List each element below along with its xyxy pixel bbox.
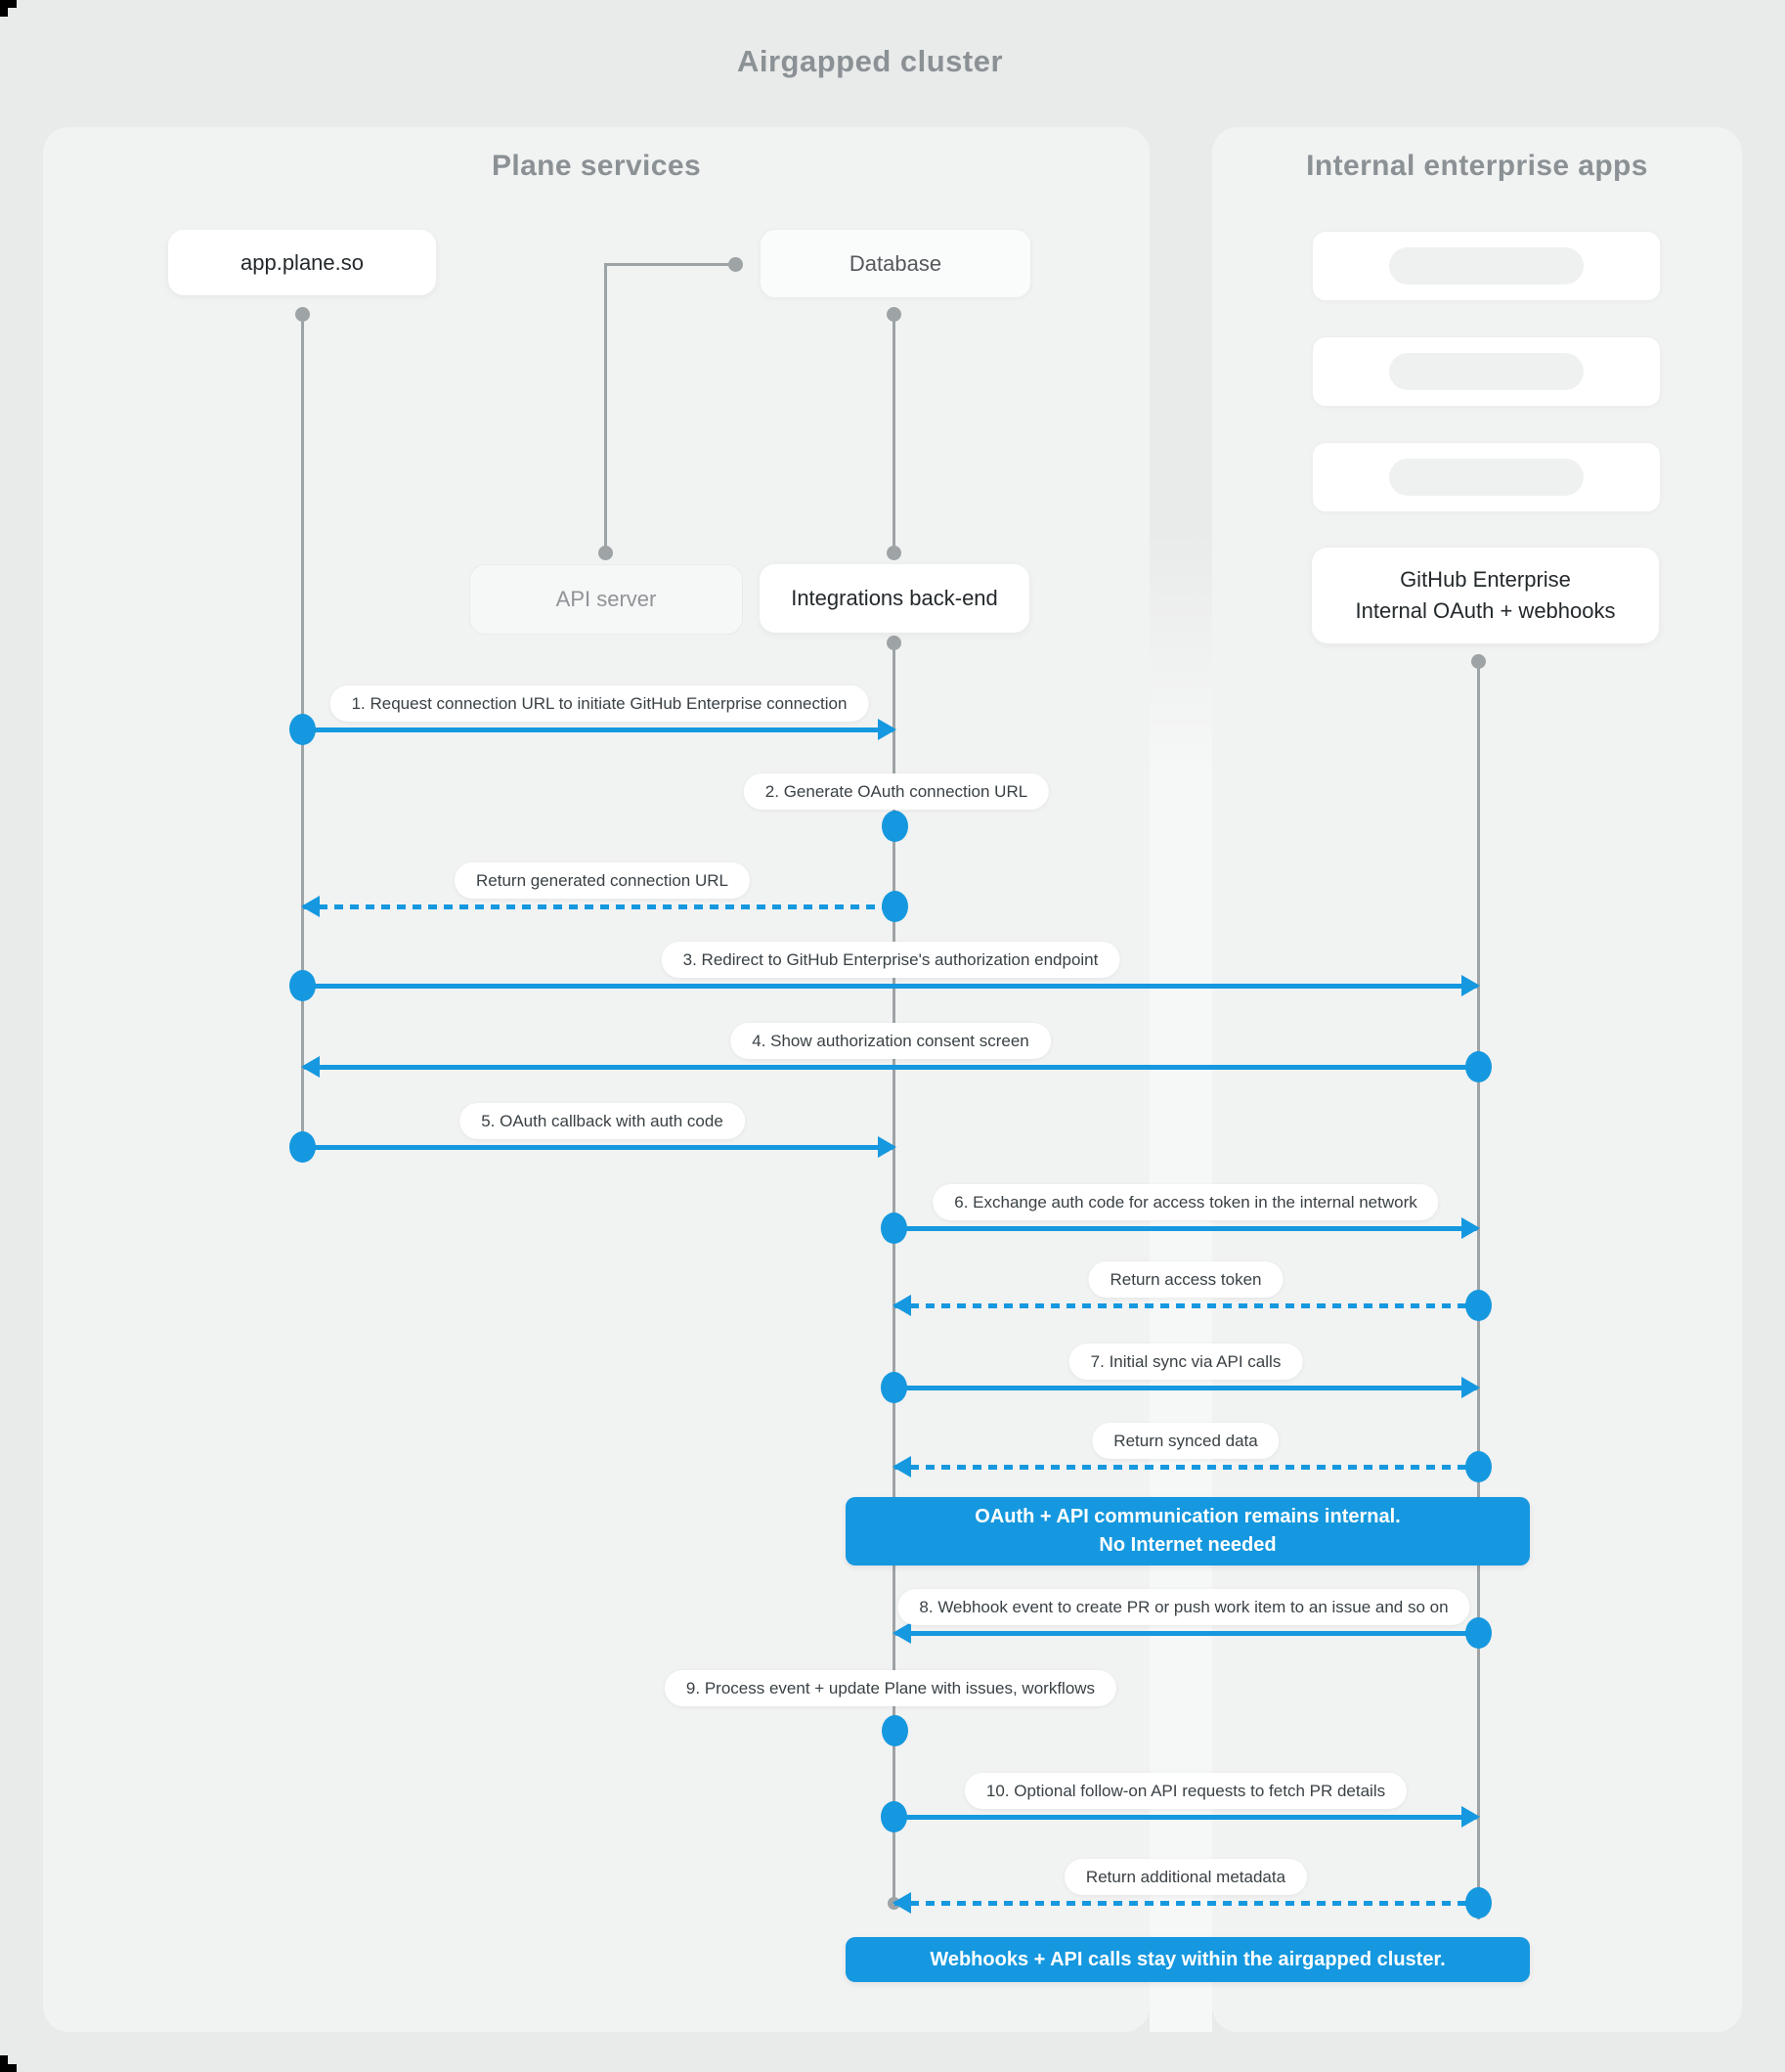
origin-dot — [881, 1372, 907, 1403]
skeleton-pill — [1389, 353, 1584, 390]
arrowhead-left — [892, 1892, 911, 1914]
arrowhead-right — [878, 1136, 896, 1158]
arrowhead-left — [892, 1456, 911, 1477]
message-label-4: 4. Show authorization consent screen — [730, 1023, 1051, 1059]
origin-dot — [1465, 1887, 1492, 1918]
note-internal-communication: OAuth + API communication remains intern… — [846, 1497, 1530, 1565]
actor-api-server: API server — [469, 564, 743, 635]
self-message-dot-9 — [882, 1715, 908, 1746]
arrowhead-left — [301, 1056, 320, 1078]
message-label-3: 3. Redirect to GitHub Enterprise's autho… — [661, 942, 1120, 978]
connector-dot-integrations-bottom — [887, 636, 901, 650]
skeleton-pill — [1389, 247, 1584, 285]
corner-mark-bottom-left-2 — [0, 2055, 8, 2072]
lifeline-integrations — [892, 644, 895, 1903]
connector-dot-api-server — [598, 546, 613, 560]
message-label-return-url: Return generated connection URL — [455, 862, 750, 899]
github-enterprise-line1: GitHub Enterprise — [1400, 567, 1571, 592]
message-label-1: 1. Request connection URL to initiate Gi… — [329, 685, 869, 722]
self-message-dot-2 — [882, 811, 908, 842]
actor-database: Database — [760, 229, 1031, 298]
arrowhead-right — [1461, 1806, 1480, 1828]
skeleton-card-2 — [1312, 336, 1661, 407]
arrowhead-right — [1461, 1377, 1480, 1398]
skeleton-card-3 — [1312, 442, 1661, 512]
arrowhead-left — [892, 1622, 911, 1644]
origin-dot — [289, 970, 316, 1001]
note-line-1: Webhooks + API calls stay within the air… — [930, 1948, 1446, 1970]
message-label-7: 7. Initial sync via API calls — [1068, 1344, 1303, 1380]
origin-dot — [882, 891, 908, 922]
message-label-return-synced: Return synced data — [1092, 1423, 1280, 1459]
arrowhead-left — [892, 1295, 911, 1316]
origin-dot — [1465, 1617, 1492, 1649]
corner-mark-top-left — [0, 0, 17, 8]
connector-dot-integrations-top — [887, 546, 901, 560]
message-label-2: 2. Generate OAuth connection URL — [743, 773, 1050, 810]
actor-integrations-backend: Integrations back-end — [760, 564, 1029, 633]
message-label-8: 8. Webhook event to create PR or push wo… — [897, 1589, 1470, 1625]
origin-dot — [1465, 1051, 1492, 1082]
skeleton-pill — [1389, 459, 1584, 496]
github-enterprise-line2: Internal OAuth + webhooks — [1355, 598, 1616, 623]
message-label-9: 9. Process event + update Plane with iss… — [664, 1670, 1117, 1706]
corner-mark-bottom-left — [0, 2064, 17, 2072]
message-label-10: 10. Optional follow-on API requests to f… — [964, 1773, 1408, 1809]
lifeline-database — [892, 314, 895, 553]
note-line-2: No Internet needed — [1099, 1534, 1277, 1556]
arrowhead-right — [878, 719, 896, 740]
arrowhead-right — [1461, 1217, 1480, 1239]
actor-app-plane-so: app.plane.so — [168, 230, 436, 295]
message-label-6: 6. Exchange auth code for access token i… — [933, 1184, 1439, 1220]
plane-services-panel — [43, 127, 1150, 2032]
skeleton-card-1 — [1312, 231, 1661, 301]
origin-dot — [881, 1801, 907, 1832]
origin-dot — [881, 1212, 907, 1244]
actor-github-enterprise: GitHub Enterprise Internal OAuth + webho… — [1312, 548, 1659, 643]
origin-dot — [289, 714, 316, 745]
note-line-1: OAuth + API communication remains intern… — [975, 1506, 1401, 1527]
message-label-5: 5. OAuth callback with auth code — [459, 1103, 745, 1139]
arrowhead-left — [301, 896, 320, 917]
corner-mark-top-left-2 — [0, 0, 8, 17]
connector-dot-github — [1471, 654, 1486, 669]
message-label-return-token: Return access token — [1088, 1261, 1284, 1298]
note-airgapped-cluster: Webhooks + API calls stay within the air… — [846, 1937, 1530, 1982]
internal-enterprise-apps-header: Internal enterprise apps — [1306, 150, 1648, 182]
message-label-return-metadata: Return additional metadata — [1064, 1859, 1308, 1895]
origin-dot — [1465, 1451, 1492, 1482]
arrowhead-right — [1461, 975, 1480, 996]
diagram-title: Airgapped cluster — [736, 44, 1004, 78]
connector-api-database-horizontal — [604, 263, 737, 266]
plane-services-header: Plane services — [491, 150, 702, 182]
connector-api-database-vertical — [604, 263, 607, 553]
origin-dot — [1465, 1290, 1492, 1321]
origin-dot — [289, 1131, 316, 1163]
